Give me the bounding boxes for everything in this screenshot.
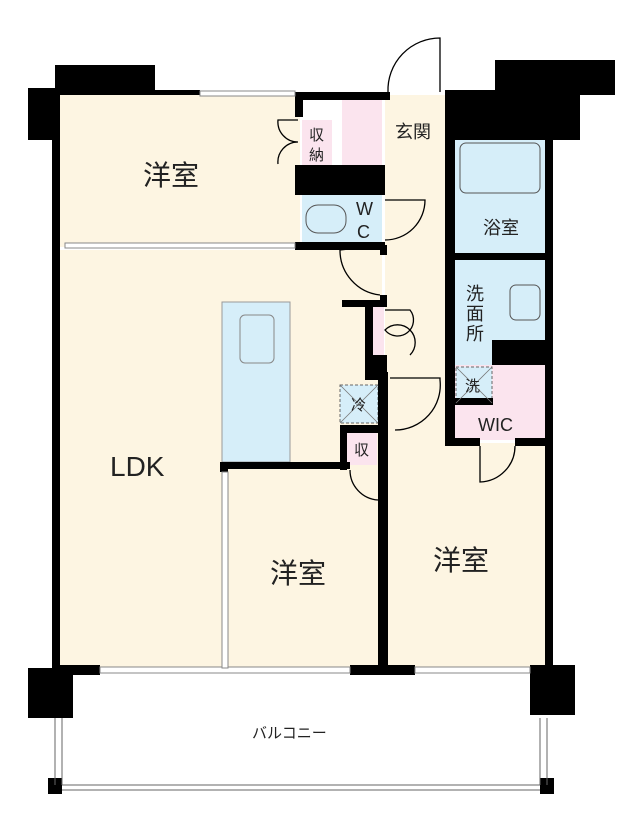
doors bbox=[277, 37, 516, 501]
fridge-label: 冷 bbox=[351, 396, 366, 414]
sink-icon bbox=[239, 314, 275, 364]
washroom-label-2: 面 bbox=[466, 304, 484, 325]
balcony-label: バルコニー bbox=[252, 724, 327, 742]
western-room-3-label: 洋室 bbox=[433, 544, 489, 577]
kitchen-counter bbox=[221, 301, 291, 463]
closet-storage bbox=[372, 305, 384, 355]
western-room-3-floor bbox=[388, 443, 548, 668]
washroom-label-3: 所 bbox=[466, 324, 484, 345]
storage-2-label: 収 bbox=[354, 441, 369, 459]
western-room-1-label: 洋室 bbox=[143, 159, 199, 192]
western-room-1-floor bbox=[60, 95, 300, 247]
washbasin-icon bbox=[509, 284, 541, 321]
corridor-floor bbox=[385, 95, 450, 445]
entrance-label: 玄関 bbox=[395, 122, 431, 143]
appliance-cross-marks bbox=[339, 366, 493, 424]
wc-label: W bbox=[356, 199, 373, 219]
ldk-label: LDK bbox=[110, 451, 165, 482]
walls bbox=[28, 60, 615, 794]
western-room-2-floor bbox=[228, 468, 380, 668]
washroom-label: 洗 bbox=[466, 284, 484, 305]
washer-label: 洗 bbox=[465, 377, 480, 395]
bathroom-floor bbox=[455, 140, 545, 255]
wc-floor bbox=[302, 195, 382, 245]
balcony-rail bbox=[54, 718, 548, 791]
western-room-2-label: 洋室 bbox=[270, 557, 326, 590]
windows bbox=[64, 90, 531, 674]
shoe-storage bbox=[342, 100, 382, 165]
storage-1-label-2: 納 bbox=[309, 146, 324, 164]
storage-2 bbox=[347, 430, 377, 465]
toilet-icon bbox=[305, 204, 347, 234]
storage-1 bbox=[302, 120, 332, 165]
bathtub-icon bbox=[459, 142, 541, 194]
wic-label: WIC bbox=[478, 415, 513, 435]
storage-1-label: 収 bbox=[309, 126, 324, 144]
bathroom-label: 浴室 bbox=[483, 218, 519, 239]
wc-label-2: C bbox=[357, 222, 370, 242]
